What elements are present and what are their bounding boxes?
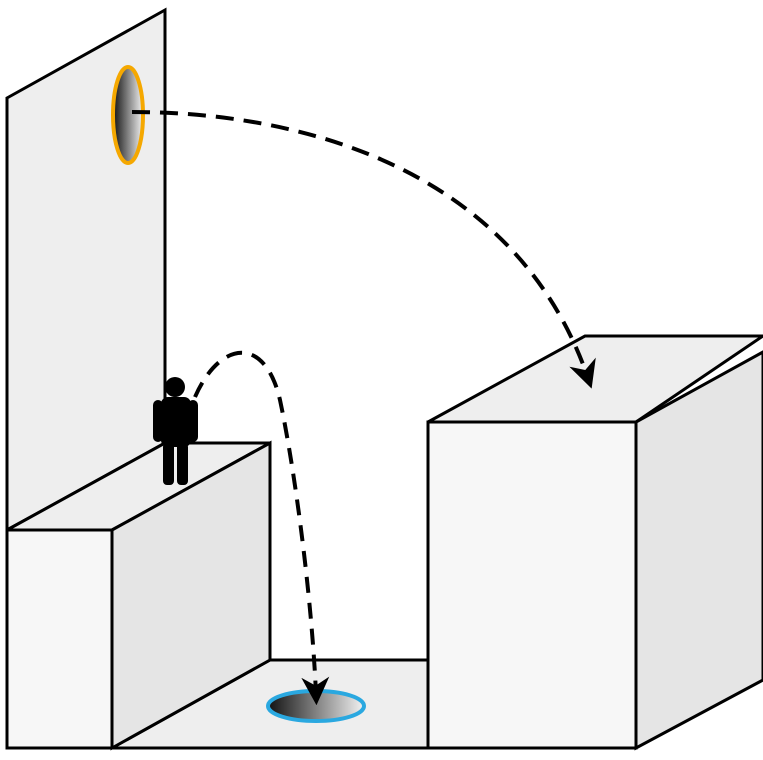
- orange-portal: [113, 67, 143, 163]
- blue-portal: [268, 691, 364, 721]
- portal-exit-trajectory: [132, 112, 588, 378]
- right-block: [428, 336, 763, 748]
